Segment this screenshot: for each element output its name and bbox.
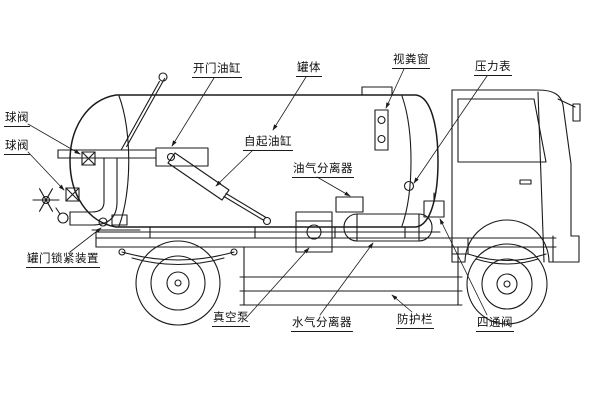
label-sight-window: 视粪窗: [392, 54, 430, 70]
leader-lines: [27, 68, 488, 318]
label-door-cylinder: 开门油缸: [192, 63, 242, 79]
ball-valve-upper-part: [81, 151, 96, 166]
chassis-frame: [95, 226, 557, 248]
side-mirror: [572, 103, 581, 122]
label-oil-gas-separator: 油气分离器: [292, 163, 354, 179]
leader-ball-valve-upper: [27, 123, 81, 155]
cab-part: [451, 89, 581, 263]
label-tank: 罐体: [296, 62, 322, 78]
leader-lift-cylinder: [215, 149, 254, 187]
sight-window-part: [374, 109, 389, 151]
leader-pressure-gauge: [413, 75, 488, 184]
water-gas-separator-part: [343, 213, 433, 242]
label-ball-valve-lower: 球阀: [4, 140, 30, 156]
leader-sight-window: [385, 68, 405, 109]
leaf-springs: [118, 248, 547, 266]
oil-gas-separator-part: [335, 196, 364, 213]
label-lift-cylinder: 自起油缸: [243, 136, 293, 152]
cab-window: [457, 98, 547, 163]
label-vacuum-pump: 真空泵: [212, 312, 250, 328]
label-pressure-gauge: 压力表: [474, 61, 512, 77]
label-tank-door-lock: 罐门锁紧装置: [26, 253, 100, 269]
label-ball-valve-upper: 球阀: [4, 112, 30, 128]
front-wheel: [466, 243, 548, 325]
leader-ball-valve-lower: [27, 151, 65, 191]
leader-guard-rail: [391, 294, 413, 313]
leader-oil-gas-separator: [316, 176, 351, 197]
manhole-hatch: [361, 86, 393, 96]
rear-piping: [32, 151, 118, 226]
leader-water-gas-separator: [319, 242, 374, 316]
four-way-valve-part: [423, 192, 445, 218]
leader-door-cylinder: [171, 77, 215, 147]
leader-vacuum-pump: [246, 247, 310, 318]
tank-part: [69, 86, 439, 228]
pressure-gauge-part: [403, 180, 415, 192]
leader-tank: [272, 76, 307, 131]
vacuum-pump-part: [295, 211, 333, 253]
leader-four-way-valve: [439, 218, 488, 316]
door-handle: [519, 179, 532, 185]
ball-valve-lower-part: [65, 187, 80, 202]
rear-wheel: [135, 240, 221, 326]
label-water-gas-separator: 水气分离器: [291, 317, 353, 333]
label-guard-rail: 防护栏: [396, 314, 434, 330]
label-four-way-valve: 四通阀: [476, 317, 514, 333]
lift-cylinder-part: [166, 152, 272, 226]
guard-rail-part: [239, 246, 463, 306]
leader-tank-door-lock: [69, 227, 102, 253]
